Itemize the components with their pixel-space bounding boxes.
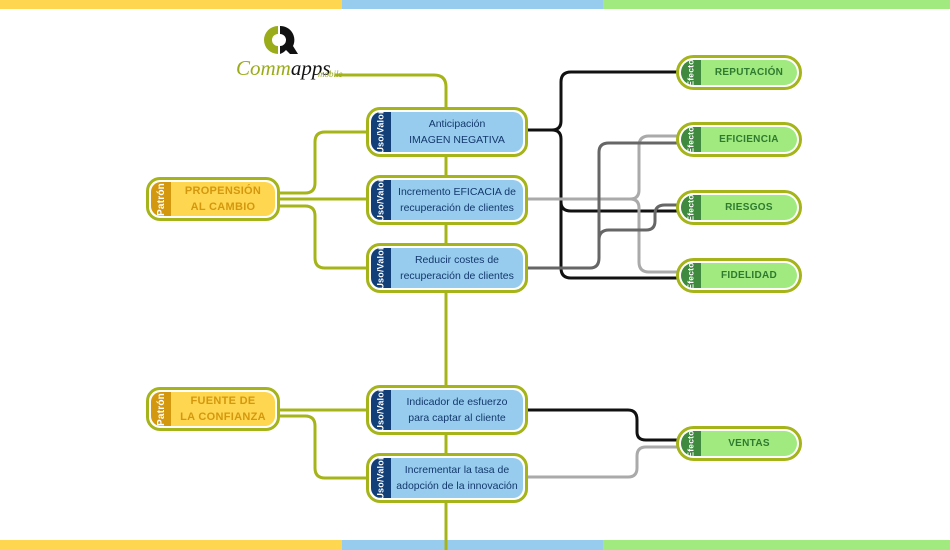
efecto-tab: Efecto [681, 60, 701, 85]
connector-anticipacion-reputacion [525, 70, 679, 132]
uso-tab: Uso/Valor [371, 180, 391, 220]
patron-title-line1: FUENTE DE [190, 395, 256, 407]
patron-node-confianza[interactable]: Patrón FUENTE DE LA CONFIANZA [146, 387, 280, 431]
uso-text-line1: Indicador de esfuerzo [406, 396, 508, 408]
uso-node-adopcion[interactable]: Uso/Valor Incrementar la tasa de adopció… [366, 453, 528, 503]
uso-node-anticipacion[interactable]: Uso/Valor Anticipación IMAGEN NEGATIVA [366, 107, 528, 157]
uso-node-eficacia[interactable]: Uso/Valor Incremento EFICACIA de recuper… [366, 175, 528, 225]
uso-text-line1: Incremento EFICACIA de [398, 186, 516, 198]
logo-wordmark: Commapps [236, 56, 331, 81]
uso-tab: Uso/Valor [371, 458, 391, 498]
efecto-node-reputacion[interactable]: Efecto REPUTACIÓN [676, 55, 802, 90]
top-color-bar [0, 0, 950, 9]
uso-tag-label: Uso/Valor [376, 458, 387, 498]
patron-title-line2: AL CAMBIO [190, 201, 256, 213]
efecto-label: RIESGOS [725, 201, 773, 213]
connector-eficacia-fidelidad [628, 197, 679, 274]
efecto-node-riesgos[interactable]: Efecto RIESGOS [676, 190, 802, 225]
efecto-label: VENTAS [728, 437, 770, 449]
efecto-node-ventas[interactable]: Efecto VENTAS [676, 426, 802, 461]
commapps-logo-icon [264, 25, 298, 54]
patron-tab: Patrón [151, 182, 171, 216]
logo-wordmark-suffix: apps [290, 56, 331, 80]
bar-segment-green [603, 540, 950, 550]
efecto-tag-label: Efecto [686, 60, 696, 85]
connector-costes-riesgos [597, 203, 679, 242]
uso-text-line2: IMAGEN NEGATIVA [409, 134, 505, 146]
connector-propension-anticipacion [278, 130, 369, 195]
connector-adopcion-ventas [525, 445, 679, 479]
bar-segment-yellow [0, 0, 342, 9]
connector-propension-costes [278, 204, 369, 270]
connector-anticipacion-riesgos [525, 128, 679, 213]
efecto-label: FIDELIDAD [720, 269, 778, 281]
uso-tag-label: Uso/Valor [376, 180, 387, 220]
uso-node-indicador[interactable]: Uso/Valor Indicador de esfuerzo para cap… [366, 385, 528, 435]
efecto-tab: Efecto [681, 263, 701, 288]
logo-underline-connector [334, 73, 448, 110]
efecto-label: EFICIENCIA [719, 133, 779, 145]
efecto-tag-label: Efecto [686, 263, 696, 288]
uso-text-line2: para captar al cliente [408, 412, 506, 424]
logo-wordmark-prefix: Comm [236, 56, 291, 80]
efecto-tag-label: Efecto [686, 127, 696, 152]
connector-indicador-ventas [525, 408, 679, 442]
uso-text-line1: Anticipación [428, 118, 486, 130]
patron-title-line1: PROPENSIÓN [184, 185, 262, 197]
uso-tag-label: Uso/Valor [376, 390, 387, 430]
uso-text-line2: recuperación de clientes [400, 202, 514, 214]
patron-node-propension[interactable]: Patrón PROPENSIÓN AL CAMBIO [146, 177, 280, 221]
uso-tag-label: Uso/Valor [376, 248, 387, 288]
efecto-tag-label: Efecto [686, 195, 696, 220]
bar-segment-blue [342, 0, 603, 9]
uso-tab: Uso/Valor [371, 248, 391, 288]
uso-tag-label: Uso/Valor [376, 112, 387, 152]
logo-subtitle: mobile [318, 69, 343, 79]
bar-segment-blue [342, 540, 603, 550]
commapps-logo: Commapps mobile [232, 24, 343, 81]
efecto-tab: Efecto [681, 195, 701, 220]
bottom-color-bar [0, 540, 950, 550]
uso-node-costes[interactable]: Uso/Valor Reducir costes de recuperación… [366, 243, 528, 293]
connector-costes-eficiencia [525, 141, 679, 270]
efecto-label: REPUTACIÓN [714, 66, 784, 78]
efecto-tag-label: Efecto [686, 431, 696, 456]
uso-text-line2: adopción de la innovación [396, 480, 518, 492]
uso-text-line2: recuperación de clientes [400, 270, 514, 282]
patron-title-line2: LA CONFIANZA [180, 411, 266, 423]
patron-tag-label: Patrón [155, 182, 167, 216]
uso-text-line1: Reducir costes de [414, 254, 500, 266]
uso-text-line1: Incrementar la tasa de [404, 464, 510, 476]
uso-tab: Uso/Valor [371, 390, 391, 430]
patron-tab: Patrón [151, 392, 171, 426]
bar-segment-green [603, 0, 950, 9]
connector-confianza-adopcion [278, 414, 369, 480]
efecto-node-fidelidad[interactable]: Efecto FIDELIDAD [676, 258, 802, 293]
efecto-tab: Efecto [681, 431, 701, 456]
patron-tag-label: Patrón [155, 392, 167, 426]
bar-segment-yellow [0, 540, 342, 550]
uso-tab: Uso/Valor [371, 112, 391, 152]
efecto-tab: Efecto [681, 127, 701, 152]
efecto-node-eficiencia[interactable]: Efecto EFICIENCIA [676, 122, 802, 157]
